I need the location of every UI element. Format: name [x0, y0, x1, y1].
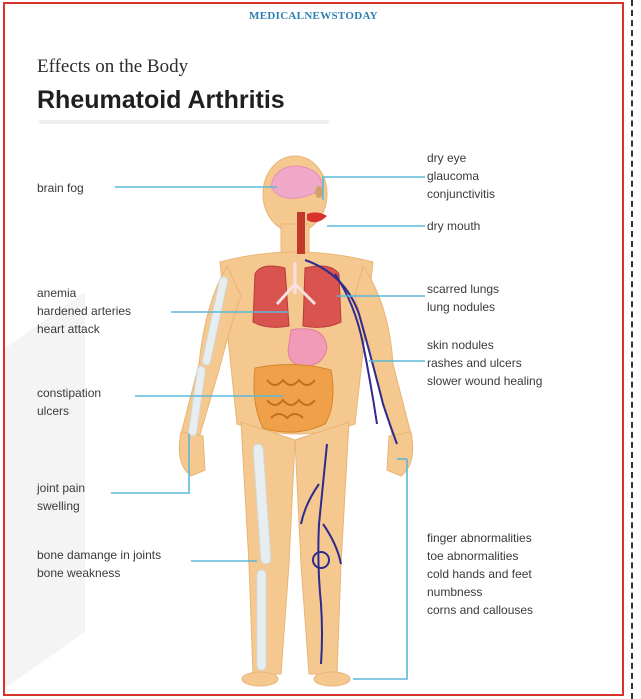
label-text: bone weakness [37, 564, 161, 582]
label-text: scarred lungs [427, 280, 499, 298]
throat-shape [297, 212, 305, 254]
label-text: conjunctivitis [427, 185, 495, 203]
right-foot [314, 672, 350, 686]
label-text: heart attack [37, 320, 131, 338]
label-bones: bone damange in joints bone weakness [37, 546, 161, 582]
label-extremities: finger abnormalities toe abnormalities c… [427, 529, 533, 619]
label-text: hardened arteries [37, 302, 131, 320]
stomach-shape [288, 329, 327, 366]
label-text: bone damange in joints [37, 546, 161, 564]
label-text: dry eye [427, 149, 495, 167]
label-skin: skin nodules rashes and ulcers slower wo… [427, 336, 542, 390]
page-dashed-border [631, 0, 633, 699]
label-text: skin nodules [427, 336, 542, 354]
intestines-shape [254, 364, 333, 432]
leader-eye [323, 177, 425, 200]
label-text: finger abnormalities [427, 529, 533, 547]
leader-extremities [353, 459, 407, 679]
label-text: lung nodules [427, 298, 499, 316]
label-heart: anemia hardened arteries heart attack [37, 284, 131, 338]
eye-mark [315, 186, 323, 198]
label-text: glaucoma [427, 167, 495, 185]
mouth-shape [307, 212, 327, 222]
leader-joints [111, 434, 189, 493]
label-brain: brain fog [37, 179, 84, 197]
label-text: dry mouth [427, 217, 480, 235]
label-text: brain fog [37, 179, 84, 197]
label-joints: joint pain swelling [37, 479, 85, 515]
label-text: corns and callouses [427, 601, 533, 619]
infographic-frame: MEDICALNEWSTODAY Effects on the Body Rhe… [3, 2, 624, 696]
label-text: numbness [427, 583, 533, 601]
label-eyes: dry eye glaucoma conjunctivitis [427, 149, 495, 203]
label-text: swelling [37, 497, 85, 515]
label-mouth: dry mouth [427, 217, 480, 235]
label-text: anemia [37, 284, 131, 302]
label-text: joint pain [37, 479, 85, 497]
left-shin-bone [257, 570, 266, 670]
left-hand [179, 432, 205, 476]
label-lungs: scarred lungs lung nodules [427, 280, 499, 316]
label-text: ulcers [37, 402, 101, 420]
label-text: slower wound healing [427, 372, 542, 390]
right-hand [387, 432, 413, 476]
left-foot [242, 672, 278, 686]
label-gut: constipation ulcers [37, 384, 101, 420]
label-text: rashes and ulcers [427, 354, 542, 372]
label-text: toe abnormalities [427, 547, 533, 565]
label-text: cold hands and feet [427, 565, 533, 583]
label-text: constipation [37, 384, 101, 402]
